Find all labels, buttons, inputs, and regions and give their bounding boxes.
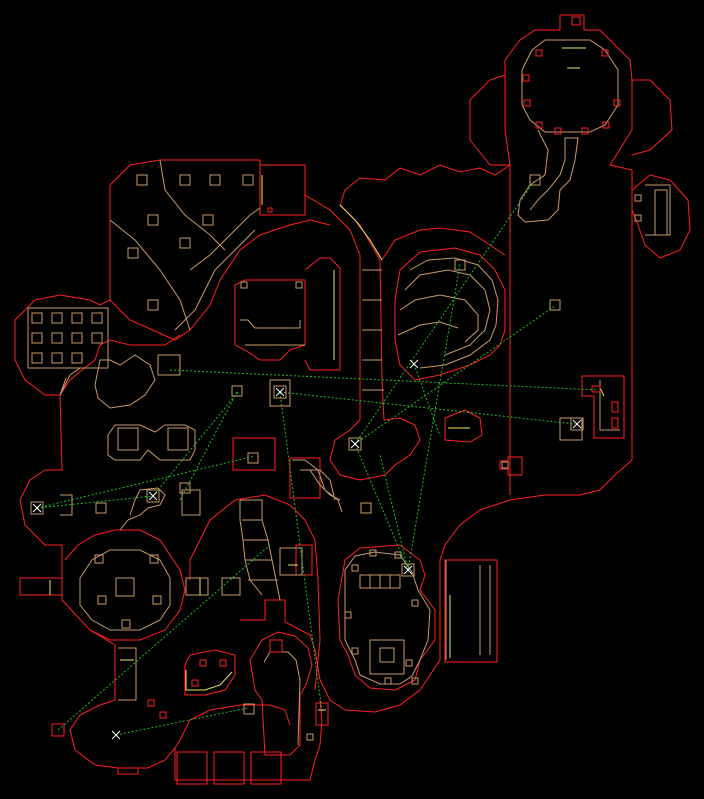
teleport-marker-icon [401, 563, 415, 577]
map-walls [14, 14, 691, 785]
east-wall [314, 14, 633, 713]
teleport-marker-icon [409, 359, 419, 369]
teleport-lines [36, 179, 599, 736]
teleport-marker-icon [146, 489, 160, 503]
teleport-marker-icon [269, 379, 291, 407]
map-things [94, 16, 642, 741]
floor-lines [27, 39, 671, 746]
teleport-marker-icon [559, 417, 584, 441]
cloud-pool [94, 354, 156, 409]
teleport-marker-icon [30, 501, 44, 515]
stepped-room [394, 247, 506, 381]
teleport-markers [30, 359, 584, 740]
doors [49, 47, 605, 711]
central-pillar [232, 437, 276, 471]
north-central-room [234, 279, 306, 361]
teleport-marker-icon [111, 730, 121, 740]
twin-pool [107, 424, 196, 461]
teleport-marker-icon [348, 437, 362, 451]
